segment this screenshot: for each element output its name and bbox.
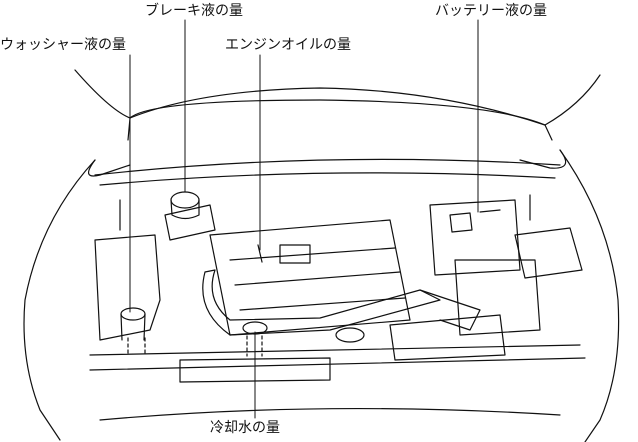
label-brake-fluid: ブレーキ液の量 bbox=[145, 3, 243, 19]
engine-block bbox=[209, 219, 411, 336]
battery bbox=[429, 199, 521, 276]
front-panel bbox=[89, 344, 586, 421]
brake-reservoir-cap bbox=[170, 191, 200, 209]
leader-lines bbox=[129, 19, 479, 419]
label-washer-fluid: ウォッシャー液の量 bbox=[0, 37, 126, 53]
label-engine-oil: エンジンオイルの量 bbox=[225, 37, 351, 53]
label-coolant: 冷却水の量 bbox=[210, 420, 280, 436]
washer-reservoir bbox=[94, 234, 161, 341]
level-marks bbox=[127, 335, 263, 357]
hood-outline bbox=[74, 69, 601, 126]
hood-inner bbox=[129, 99, 546, 126]
cowl bbox=[94, 158, 561, 186]
right-fender bbox=[559, 149, 620, 442]
label-battery-fluid: バッテリー液の量 bbox=[435, 3, 547, 19]
left-fender bbox=[23, 159, 96, 441]
fuse-box bbox=[514, 227, 583, 279]
intake-hose bbox=[202, 269, 441, 336]
